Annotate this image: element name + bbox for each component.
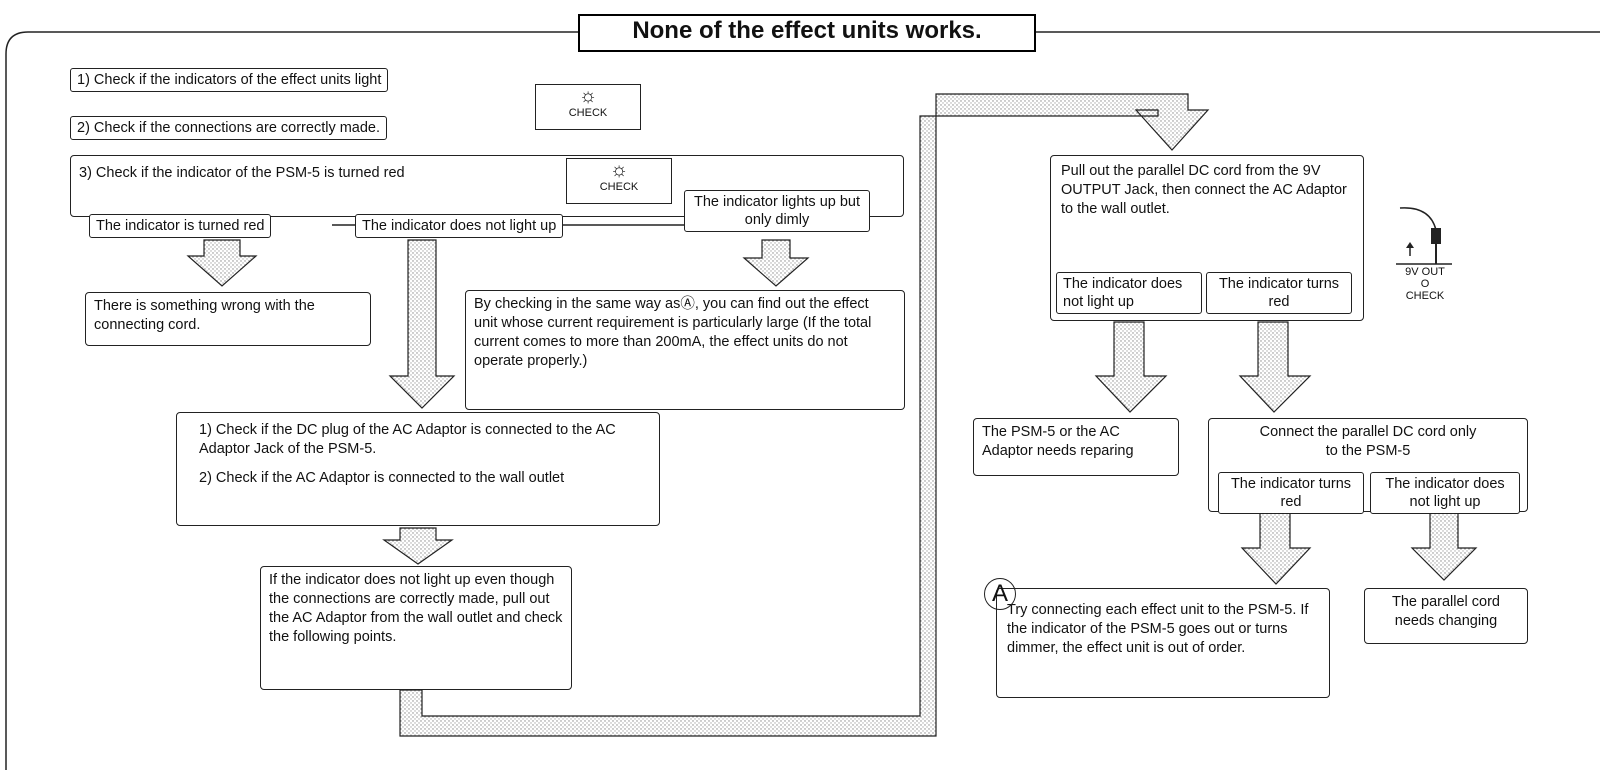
jack-label-9v: 9V OUT: [1405, 266, 1445, 278]
right-turns-red: The indicator turns red: [1206, 272, 1352, 314]
arrow-loop: [399, 93, 1210, 737]
check-icon-box-2: ☼ CHECK: [566, 158, 672, 204]
pull-out-text: Pull out the parallel DC cord from the 9…: [1061, 163, 1347, 217]
check-label-2: CHECK: [599, 181, 639, 193]
try-connecting-text: Try connecting each effect unit to the P…: [1007, 602, 1309, 656]
branch-nolight: The indicator does not light up: [355, 214, 564, 238]
needs-repairing: The PSM-5 or the AC Adaptor needs repari…: [973, 418, 1179, 476]
step-3: 3) Check if the indicator of the PSM-5 i…: [79, 165, 405, 181]
branch-red: The indicator is turned red: [89, 214, 272, 238]
result-checking-same-way: By checking in the same way asⒶ, you can…: [465, 290, 905, 410]
step-2: 2) Check if the connections are correctl…: [70, 116, 388, 140]
step-1: 1) Check if the indicators of the effect…: [70, 68, 389, 92]
branch-dim: The indicator lights up but only dimly: [684, 190, 870, 232]
sun-icon-2: ☼: [609, 159, 629, 181]
arrow-right-nolight2: [1410, 511, 1478, 581]
dc-plug-2: 2) Check if the AC Adaptor is connected …: [199, 470, 565, 486]
result-if-not-light: If the indicator does not light up even …: [260, 566, 572, 690]
check-label: CHECK: [568, 107, 608, 119]
result-cord-wrong: There is something wrong with the connec…: [85, 292, 371, 346]
arrow-right-red: [1238, 321, 1312, 413]
circle-a: A: [984, 578, 1022, 610]
sun-icon: ☼: [578, 85, 598, 107]
jack-plug-icon: [1396, 207, 1452, 265]
dc-plug-box: 1) Check if the DC plug of the AC Adapto…: [176, 412, 660, 526]
connect-parallel-text: Connect the parallel DC cord only to the…: [1259, 424, 1477, 459]
right-turns-red-2: The indicator turns red: [1218, 472, 1364, 514]
right-nolight: The indicator does not light up: [1056, 272, 1202, 314]
arrow-nolight: [388, 239, 456, 409]
arrow-right-red2: [1240, 511, 1312, 585]
page-title: None of the effect units works.: [578, 14, 1036, 52]
cord-changing: The parallel cord needs changing: [1364, 588, 1528, 644]
jack-label: 9V OUT O CHECK: [1396, 266, 1454, 302]
dc-plug-1: 1) Check if the DC plug of the AC Adapto…: [199, 422, 616, 457]
right-nolight-2: The indicator does not light up: [1370, 472, 1520, 514]
outer-frame: [5, 31, 578, 770]
jack-label-symbol: O: [1420, 278, 1430, 290]
check-icon-box: ☼ CHECK: [535, 84, 641, 130]
try-connecting-box: Try connecting each effect unit to the P…: [996, 588, 1330, 698]
arrow-dcplug: [382, 527, 454, 565]
arrow-dim: [742, 239, 810, 287]
jack-label-check: CHECK: [1405, 290, 1445, 302]
arrow-right-nolight: [1094, 321, 1168, 413]
arrow-red: [186, 239, 258, 287]
